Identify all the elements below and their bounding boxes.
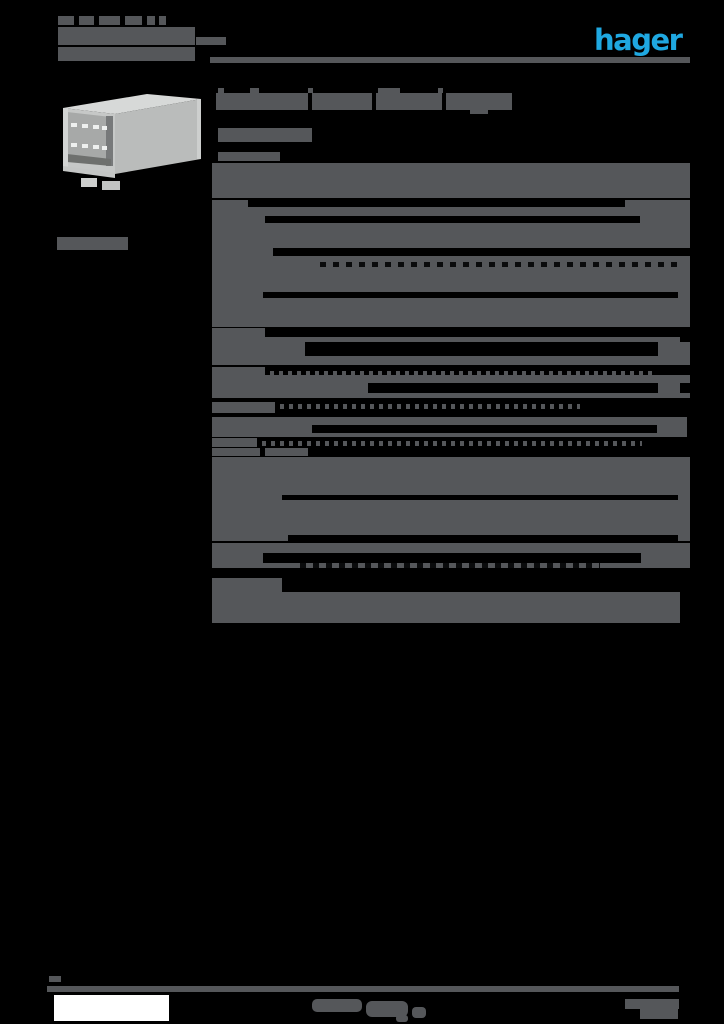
footer-logo-box bbox=[54, 995, 169, 1021]
product-title-descender bbox=[470, 110, 488, 114]
spec-row-value bbox=[658, 383, 680, 393]
spec-band bbox=[212, 543, 690, 553]
spec-row-label bbox=[212, 438, 257, 447]
spec-band bbox=[212, 356, 690, 365]
footer-script-descender bbox=[396, 1015, 408, 1022]
product-title-bar bbox=[446, 93, 512, 110]
spec-row-value bbox=[678, 535, 690, 541]
spec-leader-gray bbox=[280, 404, 580, 409]
letterhead-line3 bbox=[58, 47, 195, 61]
footer-script-mark bbox=[312, 999, 362, 1012]
product-caption-bar bbox=[57, 237, 128, 250]
letterhead-line1-word5 bbox=[147, 16, 155, 25]
spec-band bbox=[212, 393, 690, 398]
product-title-ascender bbox=[308, 88, 313, 93]
letterhead-line1-word4 bbox=[125, 16, 142, 25]
spec-row-value bbox=[658, 342, 690, 356]
spec-band bbox=[212, 298, 690, 327]
spec-band bbox=[212, 375, 690, 383]
spec-row-value bbox=[657, 425, 687, 435]
spec-row-fragment bbox=[265, 448, 308, 456]
product-reference-bar bbox=[218, 152, 280, 161]
spec-row-label bbox=[212, 425, 312, 435]
spec-section-heading-bar bbox=[212, 578, 282, 592]
hager-logo: hager bbox=[594, 23, 683, 57]
product-title-ascender bbox=[438, 88, 443, 93]
footer-dot bbox=[49, 976, 61, 982]
spec-band bbox=[212, 417, 687, 425]
spec-row-value bbox=[678, 292, 690, 298]
spec-band bbox=[212, 270, 690, 292]
spec-row-label bbox=[212, 342, 305, 356]
spec-row-label bbox=[212, 200, 248, 207]
spec-band bbox=[212, 592, 680, 623]
spec-leader-dark bbox=[300, 563, 600, 568]
spec-row-label bbox=[212, 292, 263, 298]
letterhead-line1-word1 bbox=[58, 16, 74, 25]
spec-band bbox=[212, 223, 690, 248]
footer-pagebox-top bbox=[625, 999, 679, 1009]
spec-row-label bbox=[212, 535, 288, 541]
letterhead-line1-word3 bbox=[99, 16, 120, 25]
spec-row-label bbox=[212, 383, 368, 393]
spec-leader-gray bbox=[270, 371, 655, 376]
spec-row-label bbox=[212, 448, 260, 456]
spec-band bbox=[212, 433, 687, 437]
spec-row-label bbox=[212, 553, 263, 563]
product-title-ascender bbox=[378, 88, 400, 93]
spec-row-value bbox=[641, 553, 690, 563]
product-title-ascender bbox=[218, 88, 224, 93]
letterhead-line1-word2 bbox=[79, 16, 94, 25]
product-title-bar bbox=[312, 93, 372, 110]
letterhead-line1-word6 bbox=[159, 16, 166, 25]
spec-leader-dark bbox=[320, 262, 680, 267]
spec-row-label bbox=[212, 248, 273, 256]
spec-row-value bbox=[625, 200, 690, 207]
spec-band bbox=[212, 457, 690, 495]
product-photo-trunking bbox=[55, 86, 205, 196]
spec-leader-gray bbox=[262, 441, 642, 446]
letterhead-block-tail bbox=[196, 37, 226, 45]
footer-pagebox-bottom bbox=[640, 1009, 678, 1019]
product-title-bar bbox=[216, 93, 308, 110]
spec-row-value bbox=[678, 495, 690, 500]
spec-band bbox=[212, 337, 680, 342]
product-title-bar bbox=[376, 93, 442, 110]
spec-row-label bbox=[212, 216, 265, 223]
spec-band bbox=[212, 207, 690, 216]
footer-script-mark bbox=[366, 1001, 408, 1017]
letterhead-block bbox=[58, 27, 195, 45]
footer-rule bbox=[47, 986, 679, 992]
header-rule bbox=[210, 57, 690, 63]
spec-row-label bbox=[212, 328, 265, 337]
spec-row-label bbox=[212, 495, 282, 500]
footer-script-mark bbox=[412, 1007, 426, 1018]
product-title-ascender bbox=[250, 88, 259, 93]
spec-row-label bbox=[212, 402, 275, 413]
product-subtitle-bar bbox=[218, 128, 312, 142]
spec-band bbox=[212, 163, 690, 198]
spec-band bbox=[212, 500, 690, 535]
trunking-3d-render bbox=[63, 94, 201, 190]
spec-row-value bbox=[640, 216, 690, 223]
